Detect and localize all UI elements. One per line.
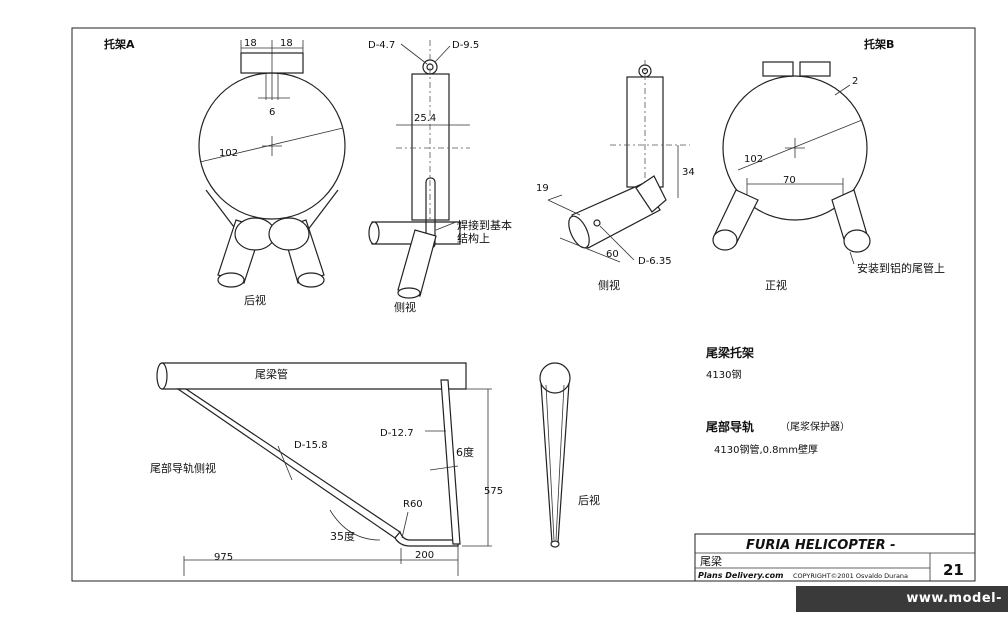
tail-guard-rear-view: 后视	[539, 362, 600, 548]
dim-975: 975	[214, 552, 233, 563]
dim-70: 70	[783, 175, 796, 186]
dim-35deg: 35度	[330, 529, 355, 543]
dim-d9-5: D-9.5	[452, 40, 479, 51]
side-view-a: D-4.7 D-9.5 25.4 焊接到基本 结构上 侧视	[368, 40, 512, 314]
mount-note: 安装到铝的尾管上	[857, 261, 945, 275]
view-rear-a: 后视	[244, 293, 266, 307]
dim-r60: R60	[403, 499, 423, 510]
dim-34: 34	[682, 167, 695, 178]
tail-boom-bracket-material: 4130钢	[706, 368, 741, 381]
bracket-b-ring	[722, 75, 868, 221]
dim-575: 575	[484, 486, 503, 497]
view-front-b: 正视	[765, 278, 787, 292]
sheet-border	[71, 27, 976, 582]
title-block-part: 尾梁	[700, 554, 722, 568]
tail-guard-material: 4130钢管,0.8mm壁厚	[714, 443, 818, 456]
dim-6: 6	[269, 107, 275, 118]
dim-2: 2	[852, 76, 858, 87]
bracket-a-rear-view: 托架A 18 18 6 102 后视	[104, 37, 346, 307]
side-a-strap	[411, 73, 450, 221]
dim-d15-8: D-15.8	[294, 440, 328, 451]
dim-102-b: 102	[744, 154, 763, 165]
weld-note-1: 焊接到基本	[457, 218, 512, 232]
weld-note-2: 结构上	[457, 231, 490, 245]
title-block-source: Plans Delivery.com	[698, 571, 783, 580]
dim-102-a: 102	[219, 148, 238, 159]
watermark: www.model-shows.com/bbs	[796, 586, 1008, 632]
guard-side-view-label: 尾部导轨侧视	[150, 461, 216, 475]
dim-18-right: 18	[280, 38, 293, 49]
dim-d6-35: D-6.35	[638, 256, 672, 267]
drawing-sheet: 托架A 18 18 6 102 后视 D-4.7 D-9.5	[71, 27, 976, 582]
guard-strut	[440, 379, 461, 545]
dim-60: 60	[606, 249, 619, 260]
dim-d4-7: D-4.7	[368, 40, 395, 51]
tail-guard-side-view: 尾梁管 575 D-15.8 D-12.7 6度 尾部导轨侧视 R60 35度 …	[150, 362, 503, 576]
title-block: FURIA HELICOPTER - 尾梁 Plans Delivery.com…	[694, 533, 976, 582]
view-side-a: 侧视	[394, 300, 416, 314]
dim-200: 200	[415, 550, 434, 561]
dim-6deg: 6度	[456, 445, 474, 459]
tail-boom-tube	[161, 362, 467, 390]
bracket-b-front-view: 托架B 102 2 70 安装到铝的尾管上 正视	[712, 37, 945, 292]
notes: 尾梁托架 4130钢 尾部导轨 （尾浆保护器） 4130钢管,0.8mm壁厚	[706, 345, 850, 456]
bracket-a-ring	[198, 72, 346, 220]
tail-boom-bracket-title: 尾梁托架	[706, 345, 754, 360]
dim-19: 19	[536, 183, 549, 194]
dim-25-4: 25.4	[414, 113, 436, 124]
boom-label: 尾梁管	[255, 367, 288, 381]
view-side-b: 侧视	[598, 278, 620, 292]
bracket-b-title: 托架B	[864, 37, 894, 51]
view-rear-guard: 后视	[578, 493, 600, 507]
title-block-copyright: COPYRIGHT©2001 Osvaldo Durana	[793, 572, 908, 580]
title-block-title: FURIA HELICOPTER -	[746, 538, 896, 553]
dim-18-left: 18	[244, 38, 257, 49]
tail-guard-subtitle: （尾浆保护器）	[780, 420, 850, 433]
dim-d12-7: D-12.7	[380, 428, 414, 439]
bracket-a-title: 托架A	[104, 37, 135, 51]
side-view-b: 34 19 60 D-6.35 侧视	[536, 60, 695, 292]
tail-guard-title: 尾部导轨	[706, 419, 754, 434]
sheet-number: 21	[943, 561, 964, 579]
